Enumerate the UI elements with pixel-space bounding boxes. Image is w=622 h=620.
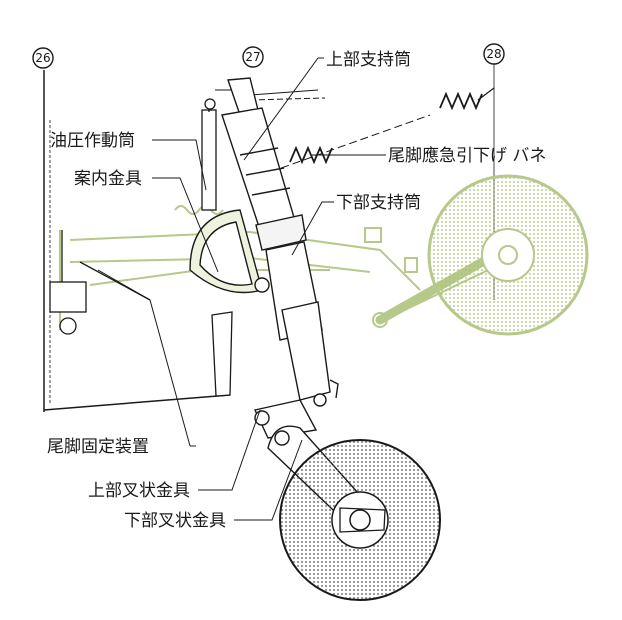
upper-support-tube [221,77,307,251]
retracted-wheel [427,174,589,336]
leader-lines [97,57,386,521]
label-lower-support-tube: 下部支持筒 [336,193,421,213]
marker-26: 26 [32,47,54,69]
marker-27: 27 [242,46,264,68]
label-upper-support-tube: 上部支持筒 [326,50,411,70]
lower-support-tube [265,241,339,407]
label-emergency-spring: 尾脚應急引下げ バネ [388,145,546,166]
svg-text:27: 27 [245,50,260,64]
marker-28: 28 [483,43,505,65]
label-lower-fork-fitting: 下部叉状金具 [124,511,226,531]
svg-text:26: 26 [35,51,50,65]
label-upper-fork-fitting: 上部叉状金具 [88,481,190,501]
label-tail-lock-device: 尾脚固定装置 [47,437,149,457]
tail-lock-device [49,230,151,335]
emergency-spring [269,87,495,173]
hydraulic-cylinder [201,98,233,397]
label-hydraulic-cylinder: 油圧作動筒 [50,131,135,151]
extended-wheel [279,439,441,601]
label-guide-fitting: 案内金具 [74,169,142,189]
svg-text:28: 28 [486,47,501,61]
guide-fitting [189,209,270,294]
